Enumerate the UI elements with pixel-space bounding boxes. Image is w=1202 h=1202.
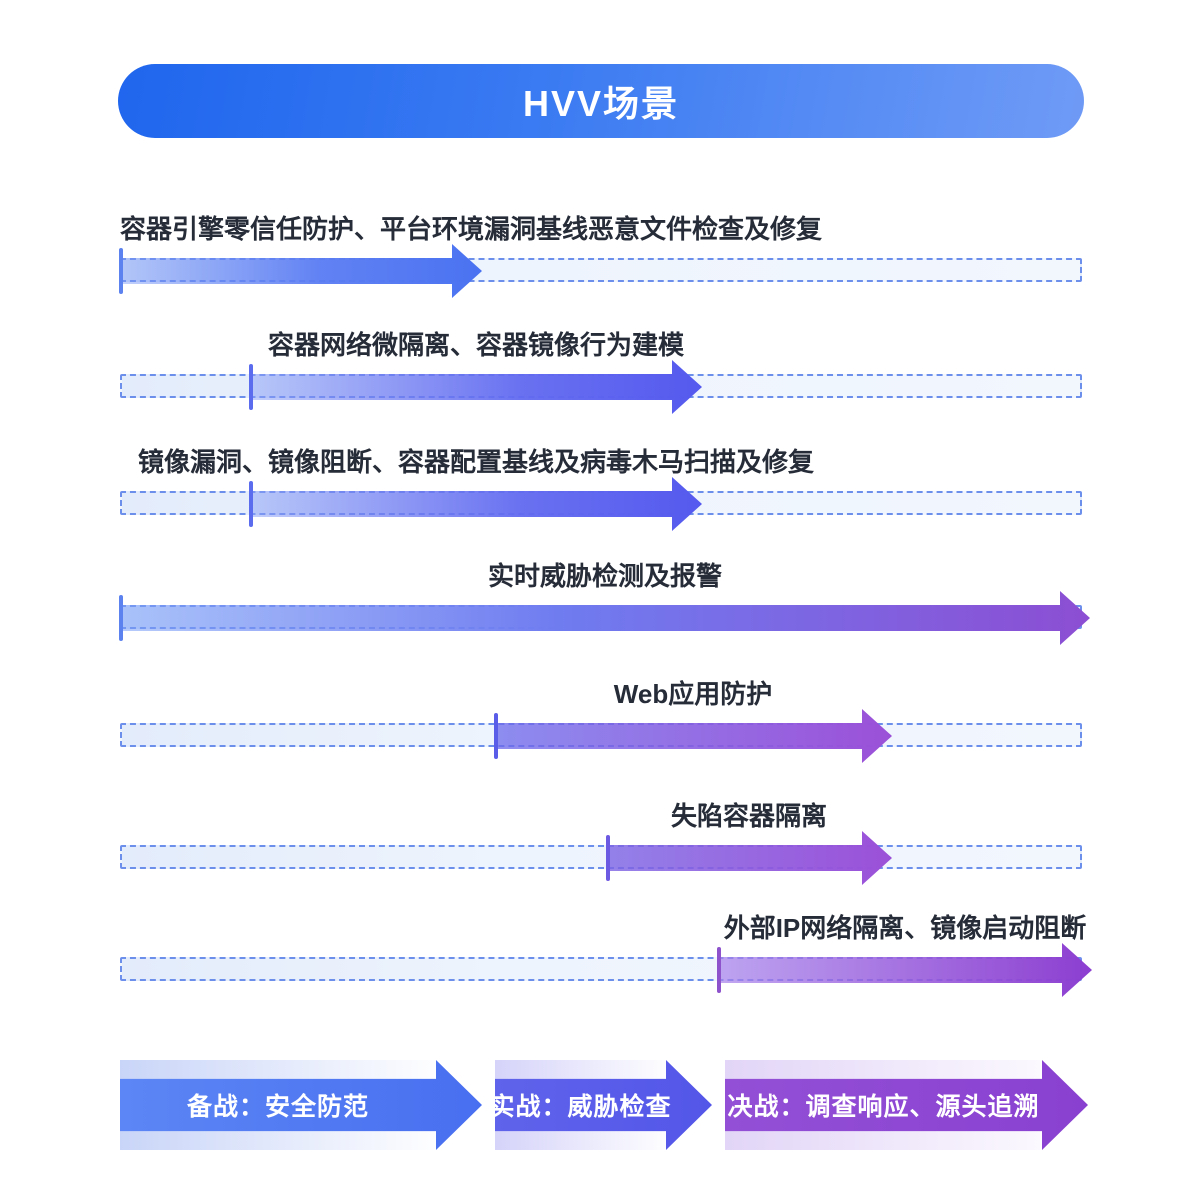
start-tick <box>717 947 721 993</box>
start-tick <box>119 248 123 294</box>
phase-label-combat: 实战：威胁检查 <box>489 1093 672 1121</box>
phase-label-preparation: 备战：安全防范 <box>186 1093 369 1121</box>
row-label-network-microsegmentation: 容器网络微隔离、容器镜像行为建模 <box>267 330 685 360</box>
phase-label-decisive: 决战：调查响应、源头追溯 <box>727 1093 1040 1121</box>
capability-arrow-realtime-threat-detection <box>120 591 1090 645</box>
capability-arrow-external-ip-isolation <box>718 943 1092 997</box>
capability-arrow-image-vulnerability-scan <box>250 477 702 531</box>
row-label-realtime-threat-detection: 实时威胁检测及报警 <box>487 561 723 591</box>
header-pill: HVV场景 <box>118 64 1084 138</box>
row-label-compromised-container-isolation: 失陷容器隔离 <box>670 801 828 831</box>
start-tick <box>249 364 253 410</box>
row-label-external-ip-isolation: 外部IP网络隔离、镜像启动阻断 <box>723 913 1087 943</box>
page-title: HVV场景 <box>522 83 680 124</box>
row-label-web-app-protection: Web应用防护 <box>613 679 773 709</box>
start-tick <box>119 595 123 641</box>
capability-arrow-compromised-container-isolation <box>607 831 892 885</box>
row-label-image-vulnerability-scan: 镜像漏洞、镜像阻断、容器配置基线及病毒木马扫描及修复 <box>137 447 815 477</box>
timeline-track <box>120 845 1082 869</box>
row-label-container-engine-protection: 容器引擎零信任防护、平台环境漏洞基线恶意文件检查及修复 <box>120 214 823 244</box>
capability-arrow-network-microsegmentation <box>250 360 702 414</box>
capability-arrow-web-app-protection <box>495 709 892 763</box>
start-tick <box>249 481 253 527</box>
start-tick <box>606 835 610 881</box>
start-tick <box>494 713 498 759</box>
capability-arrow-container-engine-protection <box>120 244 482 298</box>
